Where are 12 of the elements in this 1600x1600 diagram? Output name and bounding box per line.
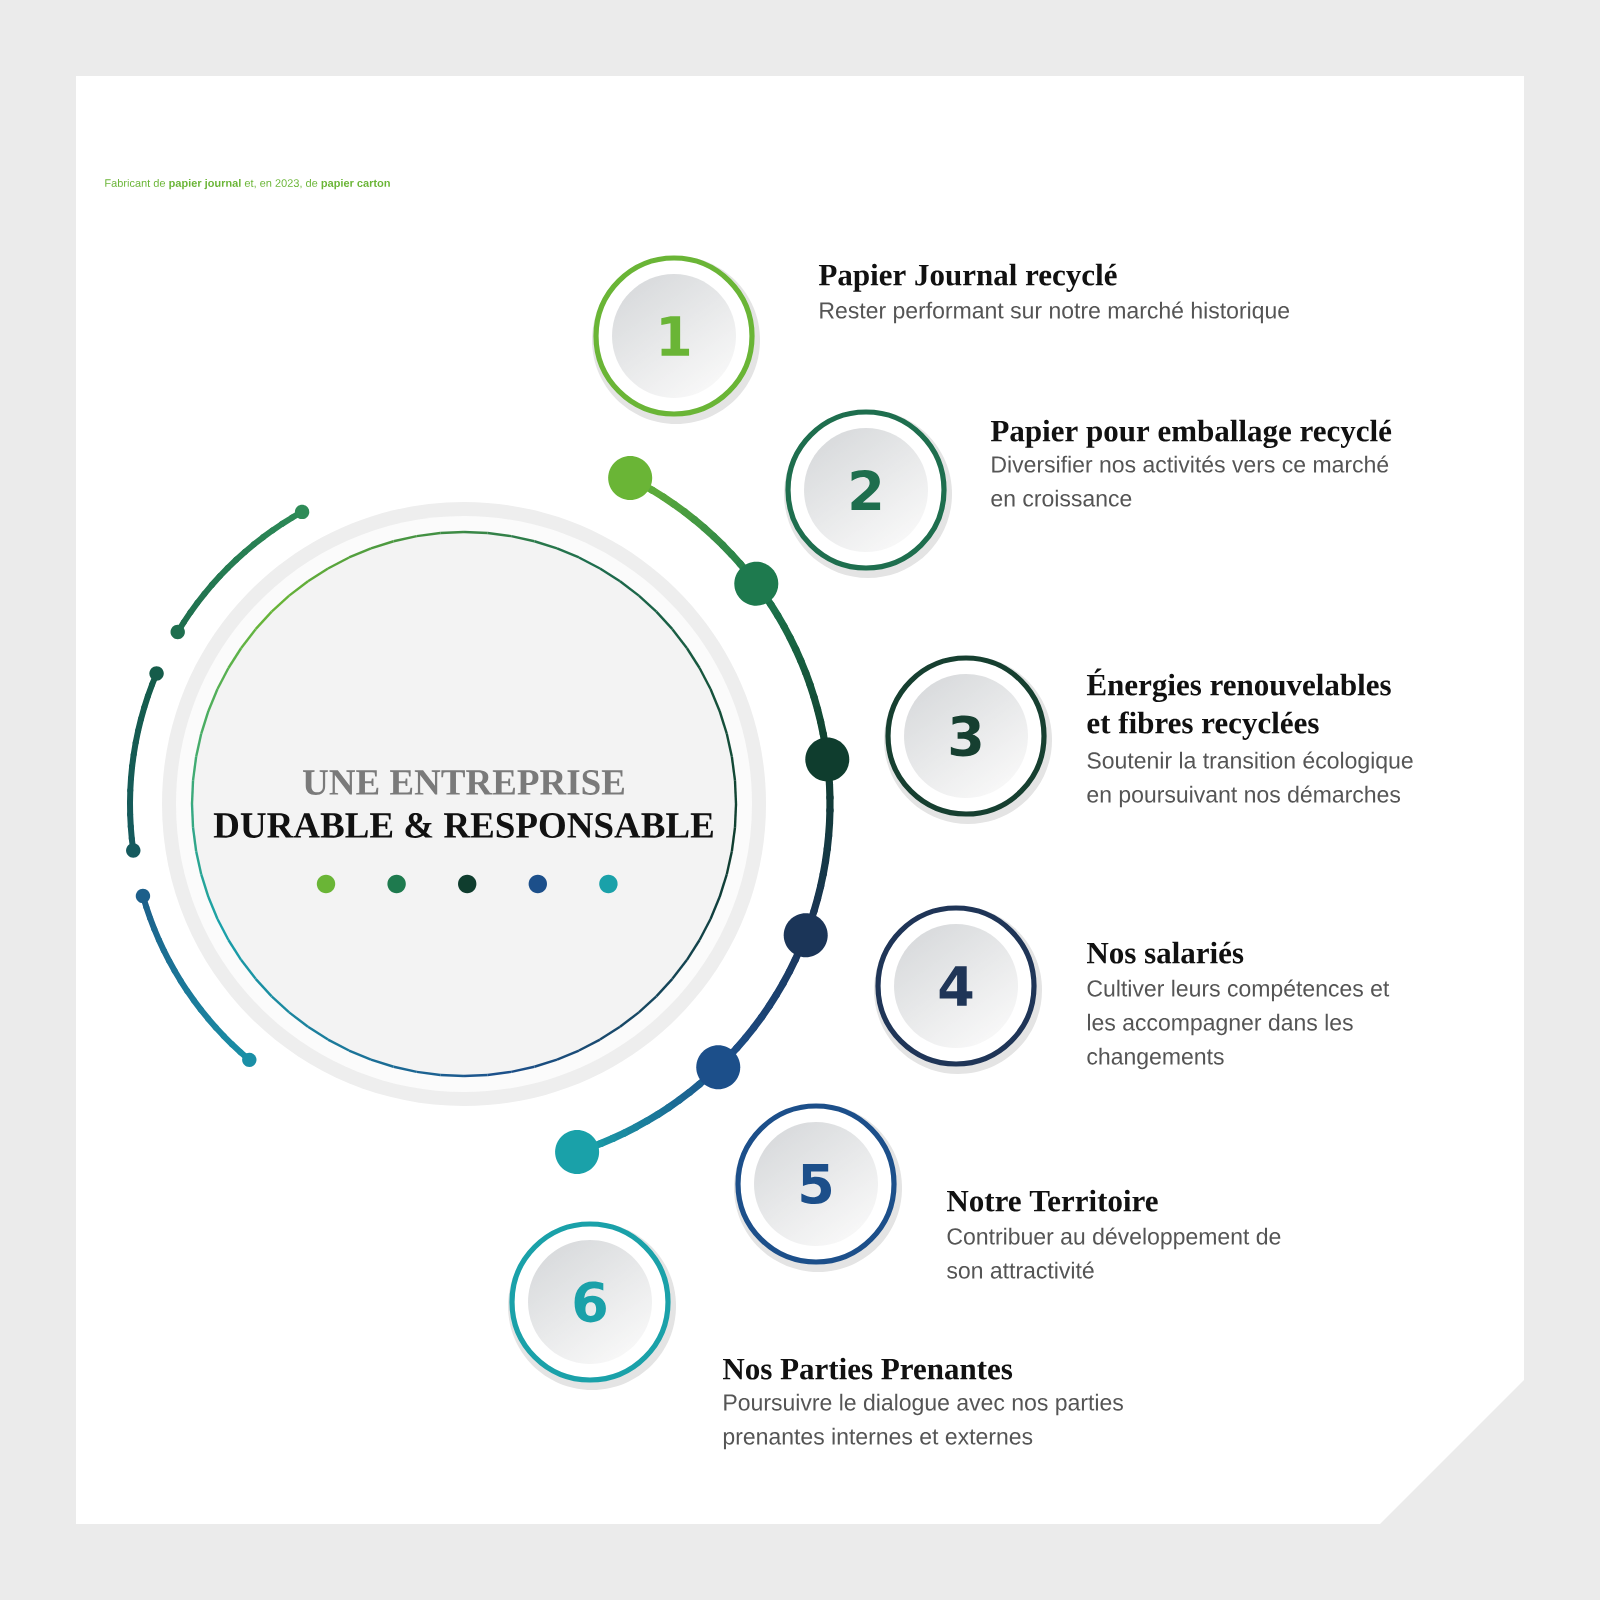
heading-text: Papier pour emballage recyclé [990,419,1392,449]
heading-text: Nos Parties Prenantes [723,1357,1013,1380]
heading-text: Énergies renouvelables et fibres recyclées [1086,668,1391,740]
heading-text: Papier Journal recyclé [818,263,1117,292]
heading-text: Nos salariés [1087,941,1244,964]
description-text: Rester performant sur notre marché historique [820,301,1290,324]
description-text: Soutenir la transition écologique en poursuivant nos démarches [1087,751,1413,808]
heading-text: Notre Territoire [947,1189,1158,1212]
description-text: Contribuer au développement de son attractivité [947,1227,1281,1279]
description-text: Poursuivre le dialogue avec nos parties prenantes internes et externes [723,1393,1123,1450]
description-text: Diversifier nos activités vers ce marché en croissance [991,455,1389,507]
description-text: Cultiver leurs compétences et les accompagner dans les changements [1087,979,1390,1070]
